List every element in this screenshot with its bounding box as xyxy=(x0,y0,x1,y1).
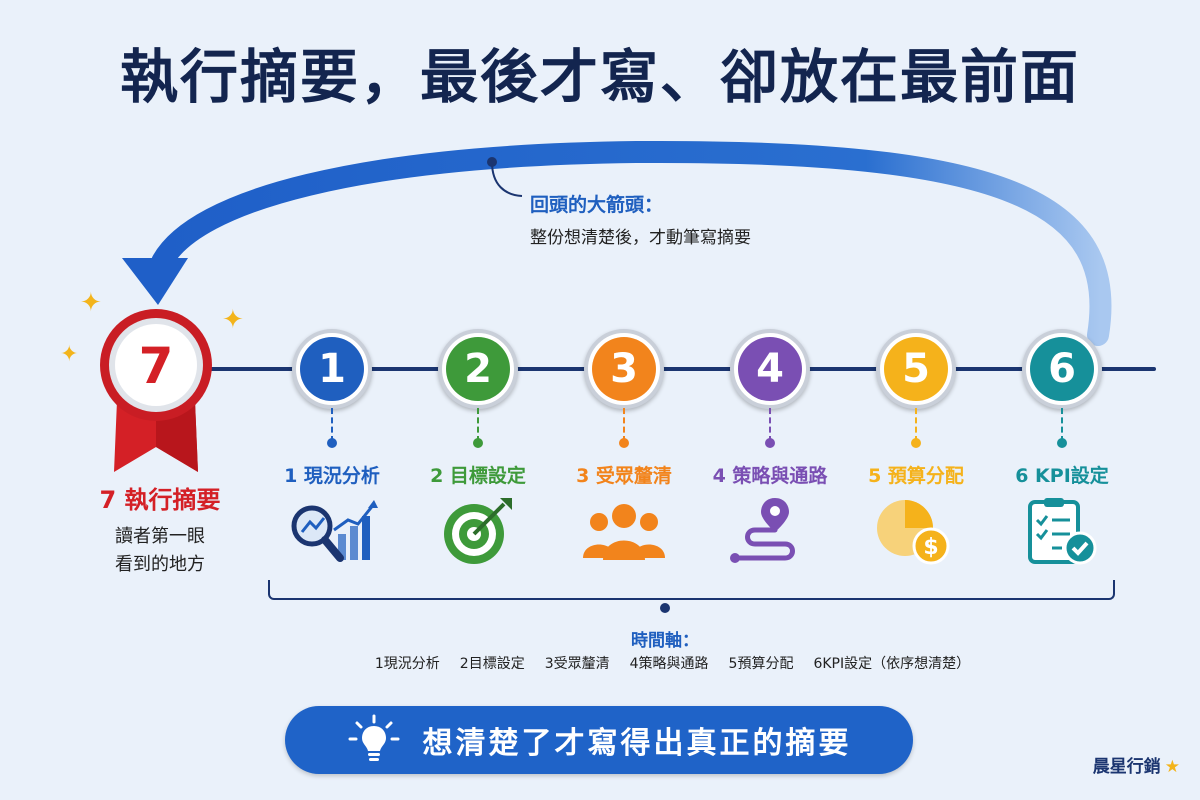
callout-text: 整份想清楚後，才動筆寫摘要 xyxy=(530,228,751,248)
brand-name: 晨星行銷 xyxy=(1092,757,1161,777)
badge-desc-line: 讀者第一眼 xyxy=(115,526,205,547)
step-dot xyxy=(765,438,775,448)
svg-text:$: $ xyxy=(923,535,938,560)
sparkle-icon: ✦ xyxy=(60,342,79,367)
ribbon-icon: 7 xyxy=(100,309,212,472)
step-connector xyxy=(1061,408,1063,442)
step-dot xyxy=(911,438,921,448)
summary-banner: 想清楚了才寫得出真正的摘要 xyxy=(285,706,913,774)
step-number: 3 xyxy=(592,337,656,401)
checklist-icon xyxy=(1012,496,1112,566)
pie-dollar-icon: $ xyxy=(866,496,966,566)
timeline-caption: 時間軸： xyxy=(631,631,699,651)
svg-text:7: 7 xyxy=(139,337,174,395)
step-node-1: 1 xyxy=(292,329,372,409)
step-dot xyxy=(1057,438,1067,448)
step-number: 5 xyxy=(884,337,948,401)
step-dot xyxy=(619,438,629,448)
people-icon xyxy=(574,496,674,566)
sequence-item: 6KPI設定（依序想清楚） xyxy=(813,656,971,672)
step-label: 5 預算分配 xyxy=(868,465,964,487)
brand: 晨星行銷★ xyxy=(1093,752,1180,777)
step-number: 1 xyxy=(300,337,364,401)
step-number: 6 xyxy=(1030,337,1094,401)
badge-title: 7 執行摘要 xyxy=(99,486,221,514)
step-node-3: 3 xyxy=(584,329,664,409)
step-node-2: 2 xyxy=(438,329,518,409)
magnifier-chart-icon xyxy=(282,496,382,566)
sequence-item: 2目標設定 xyxy=(459,656,525,672)
sparkle-icon: ✦ xyxy=(80,288,102,318)
step-label: 1 現況分析 xyxy=(284,465,380,487)
star-icon: ★ xyxy=(1164,757,1180,777)
sparkle-icon: ✦ xyxy=(222,305,244,335)
award-badge: 7 xyxy=(96,307,216,477)
target-icon xyxy=(428,496,528,566)
callout-title: 回頭的大箭頭： xyxy=(530,194,664,216)
step-node-4: 4 xyxy=(730,329,810,409)
step-connector xyxy=(477,408,479,442)
step-label: 4 策略與通路 xyxy=(712,465,828,487)
step-connector xyxy=(623,408,625,442)
sequence-item: 3受眾釐清 xyxy=(544,656,610,672)
lightbulb-icon xyxy=(348,714,399,761)
sequence-item: 4策略與通路 xyxy=(629,656,709,672)
bracket-dot xyxy=(660,603,670,613)
timeline-sequence: 1現況分析 2目標設定 3受眾釐清 4策略與通路 5預算分配 6KPI設定（依序想清楚） xyxy=(0,653,1200,673)
step-dot xyxy=(327,438,337,448)
step-number: 2 xyxy=(446,337,510,401)
step-label: 2 目標設定 xyxy=(430,465,526,487)
step-connector xyxy=(915,408,917,442)
sequence-item: 5預算分配 xyxy=(728,656,794,672)
banner-text: 想清楚了才寫得出真正的摘要 xyxy=(422,726,852,761)
route-icon xyxy=(720,496,820,566)
badge-desc-line: 看到的地方 xyxy=(115,554,205,575)
timeline-bracket xyxy=(268,580,1115,600)
page-title: 執行摘要，最後才寫、卻放在最前面 xyxy=(119,43,1080,111)
step-dot xyxy=(473,438,483,448)
step-node-5: 5 xyxy=(876,329,956,409)
step-node-6: 6 xyxy=(1022,329,1102,409)
step-label: 6 KPI設定 xyxy=(1015,465,1109,487)
badge-desc: 讀者第一眼 看到的地方 xyxy=(80,523,240,579)
step-label: 3 受眾釐清 xyxy=(576,465,672,487)
step-connector xyxy=(331,408,333,442)
step-connector xyxy=(769,408,771,442)
step-number: 4 xyxy=(738,337,802,401)
sequence-item: 1現況分析 xyxy=(374,656,440,672)
timeline-line xyxy=(200,367,1156,371)
callout: 回頭的大箭頭： 整份想清楚後，才動筆寫摘要 xyxy=(530,190,751,248)
